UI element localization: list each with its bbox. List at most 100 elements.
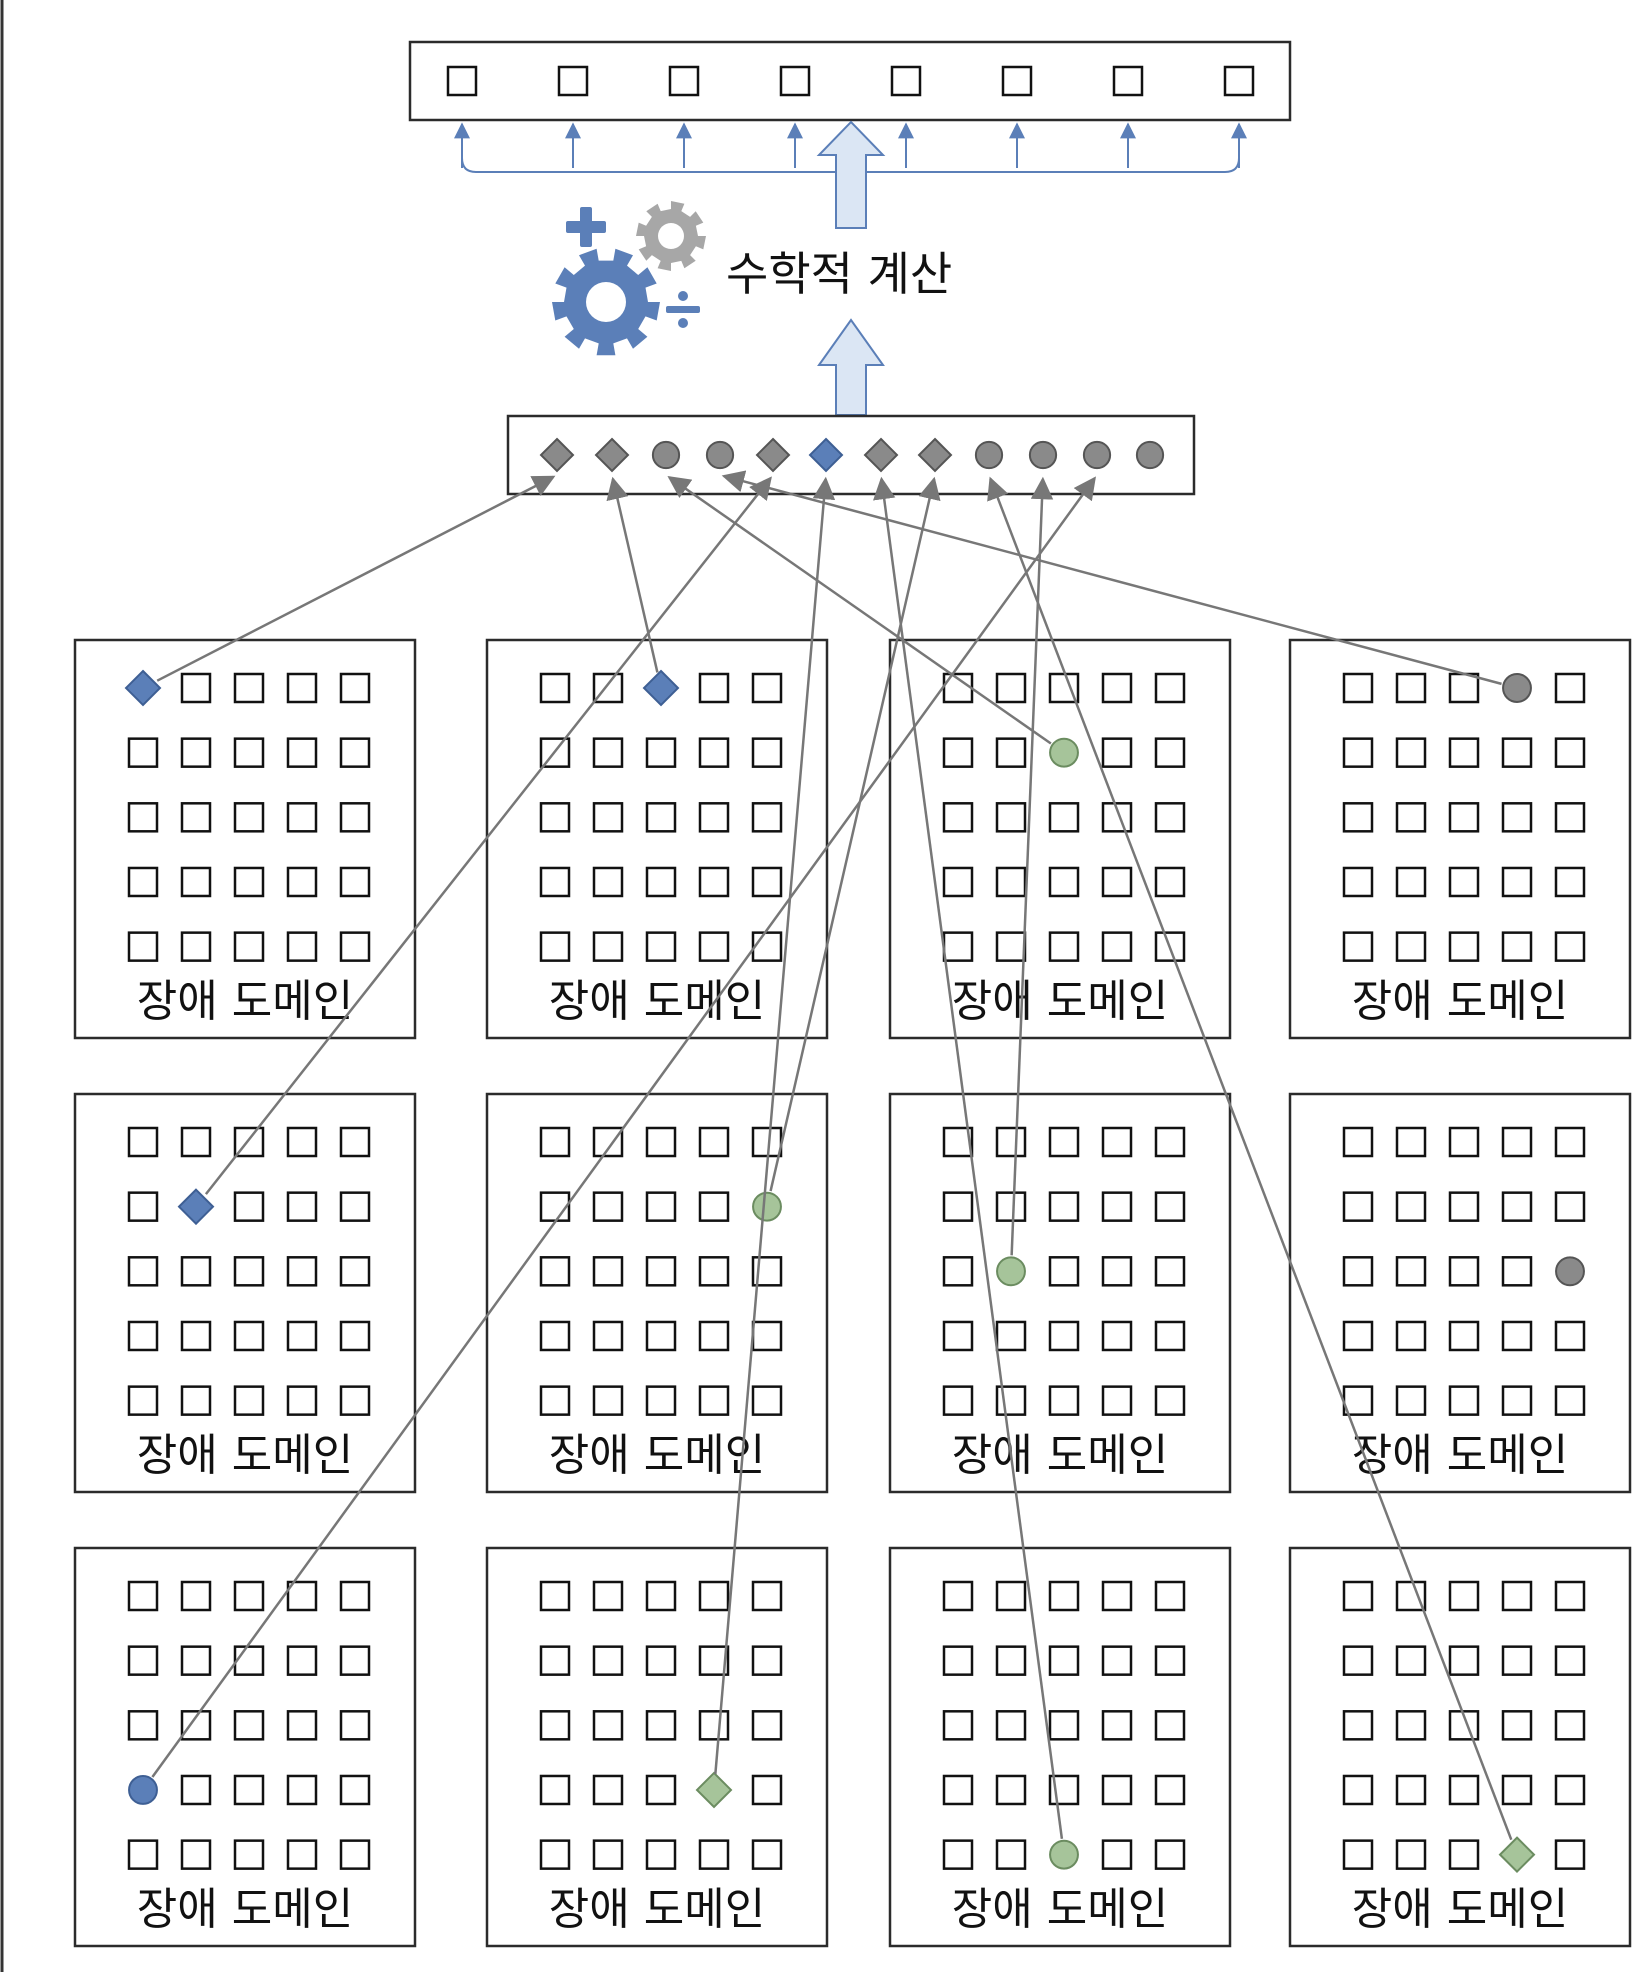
domain-cell: [1395, 866, 1427, 898]
domain-cell: [942, 802, 974, 833]
output-cell: [890, 65, 922, 97]
domain-cell: [1101, 1839, 1133, 1870]
domain-cell: [1395, 1385, 1427, 1416]
feature-gray-diamond: [755, 437, 791, 473]
domain-cell: [1554, 1645, 1586, 1676]
domain-cell: [286, 1645, 318, 1676]
domain-panel: 장애 도메인: [485, 638, 829, 1040]
domain-cell: [751, 672, 783, 704]
domain-cell: [942, 1256, 974, 1287]
domain-cell: [1101, 1256, 1133, 1287]
domain-cell: [339, 1320, 371, 1352]
domain-cell: [1395, 802, 1427, 833]
domain-blue-diamond: [177, 1188, 215, 1226]
domain-cell: [1154, 802, 1186, 833]
domain-label: 장애 도메인: [952, 1430, 1168, 1481]
domain-cell: [180, 1839, 212, 1870]
domain-cell: [1101, 1385, 1133, 1416]
domain-cell: [995, 1580, 1027, 1612]
domain-cell: [1342, 1580, 1374, 1612]
domain-cell: [751, 1580, 783, 1612]
domain-cell: [1101, 737, 1133, 768]
domain-cell: [1395, 1256, 1427, 1287]
domain-cell: [592, 1191, 624, 1222]
domain-cell: [180, 802, 212, 833]
domain-cell: [995, 1710, 1027, 1741]
connection-arrow: [204, 476, 772, 1195]
domain-cell: [751, 1320, 783, 1352]
domain-cell: [1154, 1774, 1186, 1806]
domain-cell: [127, 866, 159, 898]
domain-cell: [1448, 1774, 1480, 1806]
domain-blue-diamond: [642, 669, 680, 707]
domain-label: 장애 도메인: [952, 1884, 1168, 1935]
domain-cell: [1448, 1645, 1480, 1676]
domain-panel: 장애 도메인: [485, 1092, 829, 1494]
domain-cell: [995, 1126, 1027, 1158]
domain-panel-frame: [73, 1092, 417, 1494]
domain-cell: [127, 1191, 159, 1222]
domain-cell: [1154, 1645, 1186, 1676]
domain-cell: [127, 1385, 159, 1416]
domain-cell: [942, 1774, 974, 1806]
domain-cell: [645, 1645, 677, 1676]
domain-cell: [751, 866, 783, 898]
domain-cell: [233, 1645, 265, 1676]
domain-cell: [1448, 672, 1480, 704]
domain-cell: [286, 866, 318, 898]
domain-label: 장애 도메인: [137, 1430, 353, 1481]
domain-panel-frame: [73, 1546, 417, 1948]
domain-cell: [286, 1580, 318, 1612]
domain-cell: [539, 1839, 571, 1870]
domain-panel-frame: [485, 1092, 829, 1494]
domain-cell: [995, 1320, 1027, 1352]
domain-cell: [286, 1385, 318, 1416]
connection-arrow: [987, 476, 1513, 1841]
domain-cell: [1448, 737, 1480, 768]
domain-cell: [1395, 1191, 1427, 1222]
domain-cell: [942, 1839, 974, 1870]
domain-cell: [1448, 1839, 1480, 1870]
domain-cell: [1048, 931, 1080, 962]
domain-cell: [1154, 931, 1186, 962]
domain-cell: [539, 1126, 571, 1158]
domain-cell: [645, 802, 677, 833]
domain-cell: [751, 1385, 783, 1416]
domain-cell: [592, 1580, 624, 1612]
domain-cell: [698, 1126, 730, 1158]
domain-cell: [942, 1385, 974, 1416]
domain-cell: [127, 1256, 159, 1287]
domain-green-diamond: [1498, 1836, 1536, 1874]
domain-cell: [1395, 672, 1427, 704]
domain-cell: [1154, 1320, 1186, 1352]
domain-cell: [592, 1126, 624, 1158]
domain-cell: [995, 1645, 1027, 1676]
domain-cell: [1448, 1256, 1480, 1287]
domain-green-diamond: [695, 1771, 733, 1809]
domain-panel: 장애 도메인: [73, 638, 417, 1040]
domain-panel-frame: [485, 1546, 829, 1948]
math-icons: [552, 201, 706, 356]
domain-cell: [645, 1580, 677, 1612]
domain-cell: [1448, 931, 1480, 962]
domain-cell: [1154, 1710, 1186, 1741]
domain-cell: [1554, 931, 1586, 962]
domain-cell: [645, 1710, 677, 1741]
domain-cell: [1395, 1774, 1427, 1806]
domain-cell: [942, 1710, 974, 1741]
domain-cell: [751, 1710, 783, 1741]
domain-label: 장애 도메인: [1352, 1430, 1568, 1481]
domain-panel-frame: [888, 1092, 1232, 1494]
connection-arrow: [606, 476, 659, 673]
domain-panel-frame: [1288, 638, 1632, 1040]
feature-gray-diamond: [863, 437, 899, 473]
calc-label: 수학적 계산: [726, 247, 952, 301]
domain-cell: [127, 1580, 159, 1612]
domain-blue-diamond: [124, 669, 162, 707]
domain-cell: [1501, 1126, 1533, 1158]
domain-cell: [180, 1645, 212, 1676]
output-cell: [446, 65, 478, 97]
domain-cell: [1501, 866, 1533, 898]
domain-cell: [592, 802, 624, 833]
